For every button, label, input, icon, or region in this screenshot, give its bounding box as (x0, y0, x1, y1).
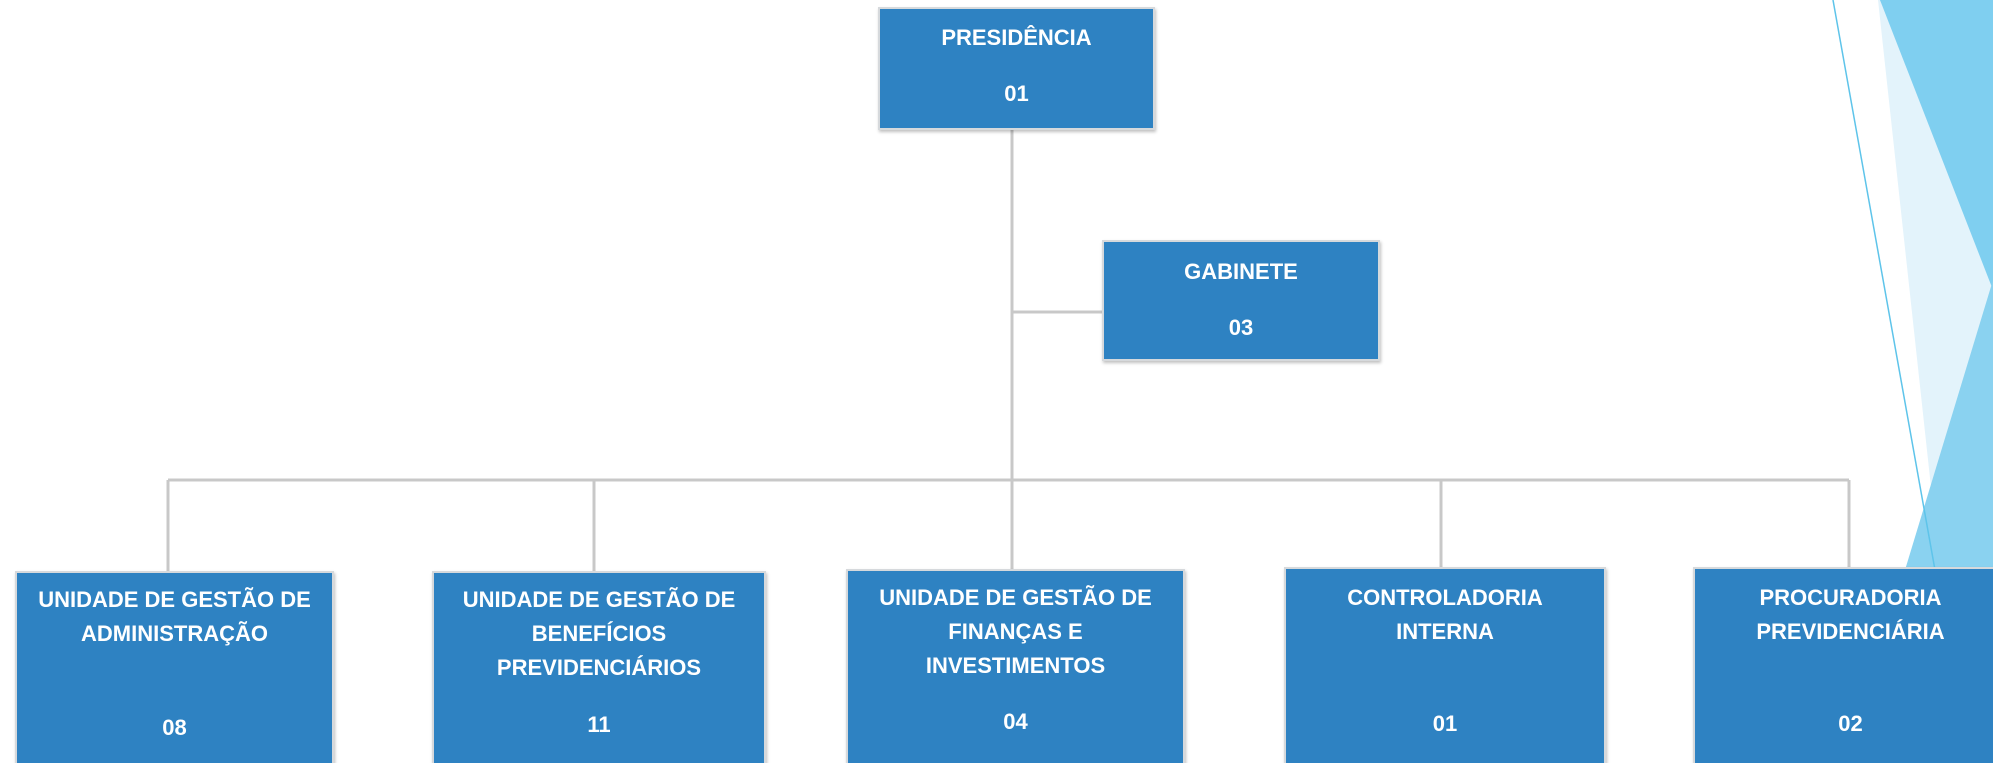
node-title: CONTROLADORIA INTERNA (1347, 585, 1543, 644)
node-unidade-gestao-financas: UNIDADE DE GESTÃO DE FINANÇAS E INVESTIM… (846, 569, 1185, 763)
node-procuradoria-previdenciaria: PROCURADORIA PREVIDENCIÁRIA 02 (1693, 567, 1993, 763)
node-unidade-gestao-administracao: UNIDADE DE GESTÃO DE ADMINISTRAÇÃO 08 (15, 571, 334, 763)
node-controladoria-interna: CONTROLADORIA INTERNA 01 (1284, 567, 1606, 763)
node-count: 08 (162, 715, 187, 740)
node-title: PRESIDÊNCIA (941, 25, 1092, 50)
node-count: 11 (587, 712, 611, 737)
lower-triangle-shape (1905, 280, 1993, 570)
node-title: UNIDADE DE GESTÃO DE FINANÇAS E INVESTIM… (879, 585, 1152, 678)
node-title: PROCURADORIA PREVIDENCIÁRIA (1756, 585, 1945, 644)
node-title: GABINETE (1184, 259, 1298, 284)
node-count: 03 (1228, 315, 1254, 340)
node-title: UNIDADE DE GESTÃO DE BENEFÍCIOS PREVIDEN… (462, 587, 736, 680)
node-presidencia: PRESIDÊNCIA 01 (878, 7, 1155, 130)
node-count: 04 (1003, 709, 1028, 734)
node-title: UNIDADE DE GESTÃO DE ADMINISTRAÇÃO (38, 587, 311, 646)
node-count: 01 (1432, 711, 1458, 736)
node-unidade-gestao-beneficios: UNIDADE DE GESTÃO DE BENEFÍCIOS PREVIDEN… (432, 571, 766, 763)
upper-triangle-shape (1880, 0, 1993, 290)
node-count: 02 (1838, 711, 1863, 736)
node-count: 01 (1004, 81, 1029, 106)
node-gabinete: GABINETE 03 (1102, 240, 1380, 361)
accent-line (1832, 0, 1936, 571)
